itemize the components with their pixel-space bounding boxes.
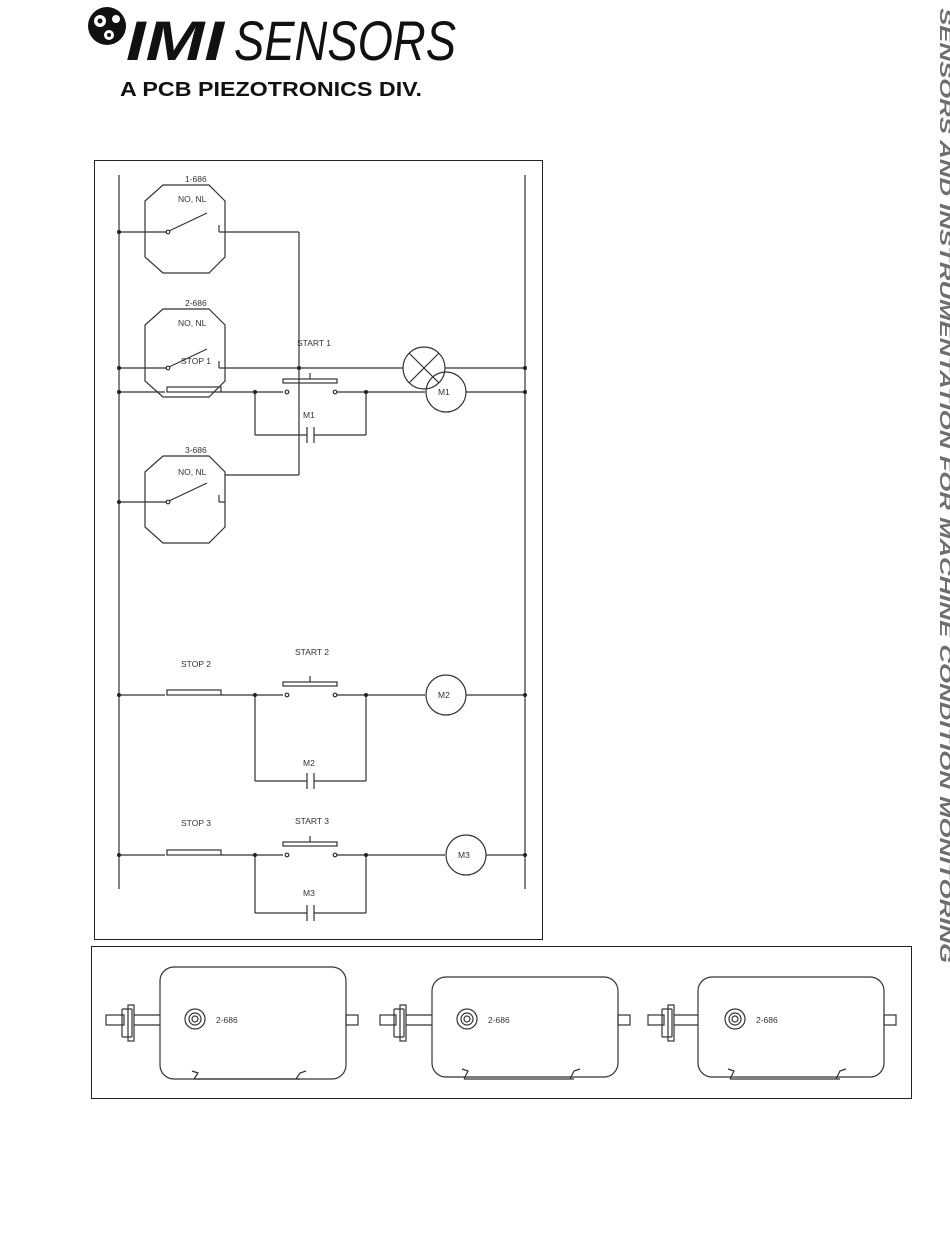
motor-3-illustration: 2-686 — [648, 977, 896, 1079]
stop-1-label: STOP 1 — [181, 356, 211, 366]
gear-icon — [88, 7, 126, 45]
logo-division: A PCB PIEZOTRONICS DIV. — [120, 79, 422, 101]
switch-1-686: 1-686 NO, NL — [117, 174, 299, 475]
motor-m2-label: M2 — [438, 690, 450, 700]
ladder-diagram: 1-686 NO, NL 2-686 NO, NL 3-686 NO, NL — [95, 161, 542, 939]
motor-rung-1-circuit: START 1 STOP 1 M1 M1 — [117, 338, 527, 443]
aux-m3-label: M3 — [303, 888, 315, 898]
switch-2-id: 2-686 — [185, 298, 207, 308]
motor-1-illustration: 2-686 — [106, 967, 358, 1079]
logo-sensors: SENSORS — [234, 9, 456, 72]
side-banner-text: SENSORS AND INSTRUMENTATION FOR MACHINE … — [936, 8, 950, 963]
switch-3-id: 3-686 — [185, 445, 207, 455]
ladder-diagram-frame: 1-686 NO, NL 2-686 NO, NL 3-686 NO, NL — [94, 160, 543, 940]
switch-2-686: 2-686 NO, NL — [117, 298, 403, 397]
switch-3-contact: NO, NL — [178, 467, 207, 477]
start-2-label: START 2 — [295, 647, 329, 657]
motor-rung-2: START 2 STOP 2 M2 M2 — [117, 647, 527, 789]
sensor-icon — [185, 1009, 205, 1029]
logo-imi: IMI — [126, 9, 226, 72]
motor-1-sensor-label: 2-686 — [216, 1015, 238, 1025]
switch-1-id: 1-686 — [185, 174, 207, 184]
motor-2-illustration: 2-686 — [380, 977, 630, 1079]
switch-3-686: 3-686 NO, NL — [117, 445, 299, 543]
sensor-icon — [457, 1009, 477, 1029]
motor-rung-3: START 3 STOP 3 M3 M3 — [117, 816, 527, 921]
motor-2-sensor-label: 2-686 — [488, 1015, 510, 1025]
switch-2-contact: NO, NL — [178, 318, 207, 328]
motor-m1-label: M1 — [438, 387, 450, 397]
sensor-icon — [725, 1009, 745, 1029]
aux-m2-label: M2 — [303, 758, 315, 768]
side-banner: SENSORS AND INSTRUMENTATION FOR MACHINE … — [916, 0, 950, 970]
stop-2-label: STOP 2 — [181, 659, 211, 669]
start-1-visible: START 1 — [297, 338, 331, 348]
lamp-icon — [403, 347, 527, 389]
motor-3-sensor-label: 2-686 — [756, 1015, 778, 1025]
imi-sensors-logo: IMI SENSORS A PCB PIEZOTRONICS DIV. — [78, 2, 478, 102]
stop-3-label: STOP 3 — [181, 818, 211, 828]
aux-m1-label: M1 — [303, 410, 315, 420]
switch-1-contact: NO, NL — [178, 194, 207, 204]
motor-m3-label: M3 — [458, 850, 470, 860]
motors-panel: 2-686 2-686 2-686 — [92, 947, 911, 1098]
motors-panel-frame: 2-686 2-686 2-686 — [91, 946, 912, 1099]
start-3-label: START 3 — [295, 816, 329, 826]
